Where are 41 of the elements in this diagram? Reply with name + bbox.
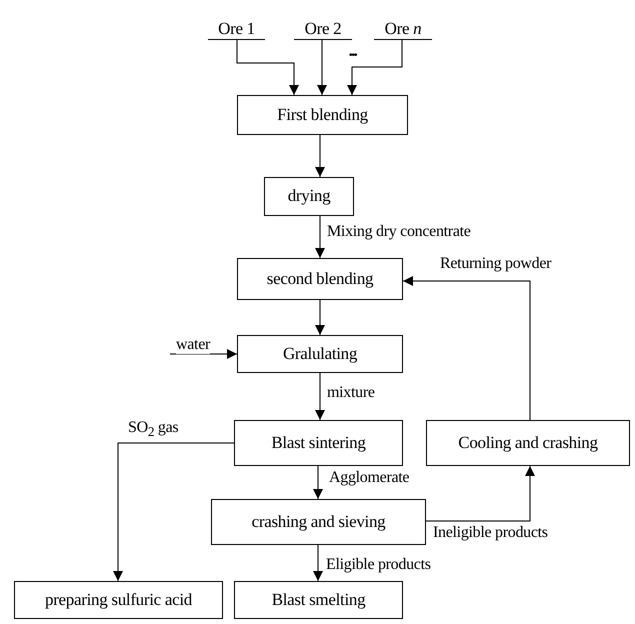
process-box bbox=[234, 581, 403, 619]
edge-label: Agglomerate bbox=[329, 470, 410, 487]
ellipsis-mark: ••• bbox=[349, 50, 357, 61]
node-text: Ore n bbox=[384, 20, 422, 39]
arrow bbox=[313, 466, 323, 500]
process-box bbox=[234, 420, 403, 466]
edge-label: Ineligible products bbox=[433, 525, 548, 542]
edge-label: Eligible products bbox=[326, 557, 431, 574]
process-box bbox=[237, 258, 403, 300]
edge-label: Returning powder bbox=[440, 256, 552, 273]
arrow bbox=[315, 134, 325, 178]
arrow bbox=[113, 442, 234, 582]
arrow bbox=[317, 40, 327, 96]
node-text: second blending bbox=[266, 270, 374, 288]
process-box bbox=[237, 335, 403, 373]
process-box bbox=[426, 420, 630, 466]
node-text: First blending bbox=[277, 106, 368, 124]
node-text: drying bbox=[288, 187, 330, 206]
node-text: crashing and sieving bbox=[252, 512, 386, 532]
node-text: Blast smelting bbox=[272, 590, 366, 610]
edge-label: Mixing dry concentrate bbox=[327, 224, 471, 241]
node-text: preparing sulfuric acid bbox=[45, 590, 192, 610]
edge-label: water bbox=[176, 337, 210, 354]
process-box bbox=[14, 581, 223, 619]
arrow bbox=[313, 544, 323, 582]
node-text: Ore 2 bbox=[304, 20, 342, 39]
node-text: Ore 1 bbox=[218, 20, 255, 39]
arrow bbox=[347, 40, 402, 96]
node-text: Gralulating bbox=[282, 344, 358, 364]
process-box bbox=[211, 499, 426, 545]
arrow bbox=[315, 372, 325, 420]
arrow bbox=[315, 300, 325, 336]
node-text: Blast sintering bbox=[271, 434, 366, 452]
arrow bbox=[315, 216, 325, 258]
arrow bbox=[402, 276, 530, 420]
process-box bbox=[264, 177, 354, 216]
node-text: Cooling and crashing bbox=[458, 434, 598, 452]
arrow bbox=[170, 349, 238, 359]
arrow bbox=[236, 40, 299, 96]
process-box bbox=[237, 95, 408, 135]
arrow bbox=[426, 466, 535, 522]
